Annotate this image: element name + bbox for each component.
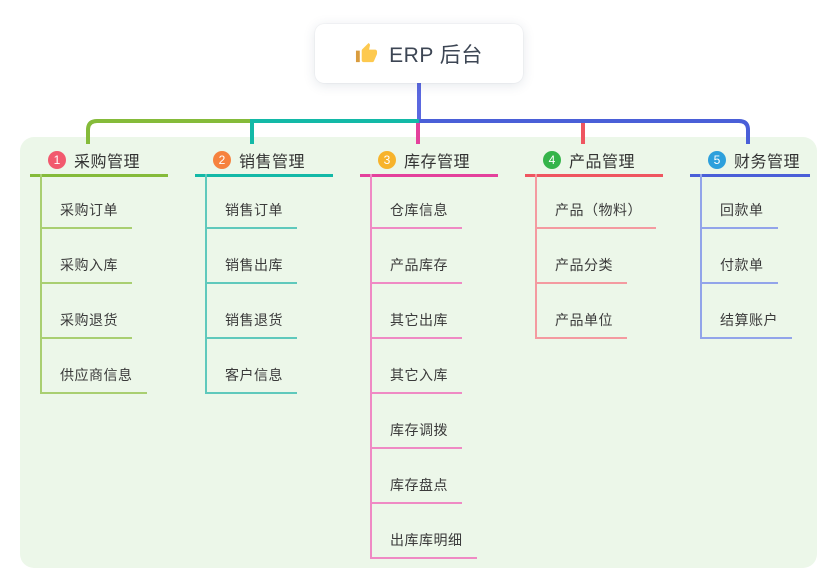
branch-label: 采购管理 xyxy=(74,154,141,171)
branch-child-item[interactable]: 付款单 xyxy=(702,229,778,284)
branch-child-item[interactable]: 采购退货 xyxy=(42,284,132,339)
branch-header[interactable]: 2 销售管理 xyxy=(195,149,333,177)
branch-child-item[interactable]: 其它入库 xyxy=(372,339,462,394)
branch-number-badge: 2 xyxy=(213,151,231,169)
branch-number-badge: 5 xyxy=(708,151,726,169)
branch-child-item[interactable]: 库存盘点 xyxy=(372,449,462,504)
branch-column: 3 库存管理仓库信息产品库存其它出库其它入库库存调拨库存盘点出库库明细 xyxy=(360,137,498,559)
branch-column: 2 销售管理销售订单销售出库销售退货客户信息 xyxy=(195,137,333,394)
branch-child-item[interactable]: 客户信息 xyxy=(207,339,297,394)
branch-child-item[interactable]: 其它出库 xyxy=(372,284,462,339)
branch-child-item[interactable]: 产品库存 xyxy=(372,229,462,284)
branches-panel xyxy=(20,137,817,568)
branch-1-rail xyxy=(86,119,250,144)
branch-label: 财务管理 xyxy=(734,154,801,171)
branch-child-item[interactable]: 采购入库 xyxy=(42,229,132,284)
branch-child-item[interactable]: 回款单 xyxy=(702,174,778,229)
branch-column: 5 财务管理回款单付款单结算账户 xyxy=(690,137,810,339)
branch-child-item[interactable]: 产品分类 xyxy=(537,229,627,284)
branch-5-rail xyxy=(419,119,750,144)
branch-number-badge: 3 xyxy=(378,151,396,169)
branch-label: 库存管理 xyxy=(404,154,471,171)
branch-child-item[interactable]: 销售出库 xyxy=(207,229,297,284)
branch-child-item[interactable]: 产品（物料） xyxy=(537,174,656,229)
branch-label: 产品管理 xyxy=(569,154,636,171)
branch-children: 仓库信息产品库存其它出库其它入库库存调拨库存盘点出库库明细 xyxy=(370,174,477,559)
branch-header[interactable]: 5 财务管理 xyxy=(690,149,810,177)
branch-child-item[interactable]: 出库库明细 xyxy=(372,504,477,559)
mindmap-root-node[interactable]: ERP 后台 xyxy=(315,24,523,83)
branch-children: 产品（物料）产品分类产品单位 xyxy=(535,174,656,339)
branch-number-badge: 4 xyxy=(543,151,561,169)
branch-child-item[interactable]: 仓库信息 xyxy=(372,174,462,229)
root-title: ERP 后台 xyxy=(389,43,483,67)
branch-child-item[interactable]: 结算账户 xyxy=(702,284,792,339)
thumbs-up-icon xyxy=(356,42,378,63)
branch-number-badge: 1 xyxy=(48,151,66,169)
branch-child-item[interactable]: 销售退货 xyxy=(207,284,297,339)
branch-children: 采购订单采购入库采购退货供应商信息 xyxy=(40,174,147,394)
branch-column: 4 产品管理产品（物料）产品分类产品单位 xyxy=(525,137,663,339)
branch-child-item[interactable]: 供应商信息 xyxy=(42,339,147,394)
branch-column: 1 采购管理采购订单采购入库采购退货供应商信息 xyxy=(30,137,168,394)
branch-child-item[interactable]: 库存调拨 xyxy=(372,394,462,449)
branch-header[interactable]: 3 库存管理 xyxy=(360,149,498,177)
branch-child-item[interactable]: 销售订单 xyxy=(207,174,297,229)
branch-child-item[interactable]: 产品单位 xyxy=(537,284,627,339)
branch-header[interactable]: 1 采购管理 xyxy=(30,149,168,177)
branch-children: 回款单付款单结算账户 xyxy=(700,174,792,339)
branch-label: 销售管理 xyxy=(239,154,306,171)
branch-child-item[interactable]: 采购订单 xyxy=(42,174,132,229)
branch-header[interactable]: 4 产品管理 xyxy=(525,149,663,177)
branch-children: 销售订单销售出库销售退货客户信息 xyxy=(205,174,297,394)
